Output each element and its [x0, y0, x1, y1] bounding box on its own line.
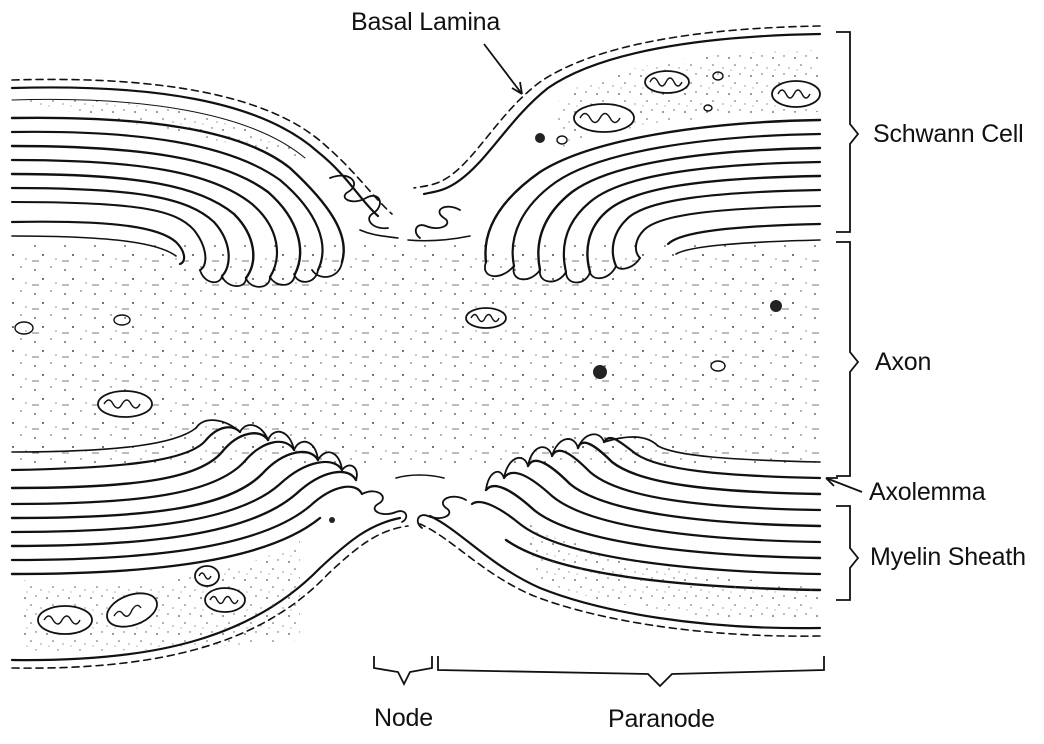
basal-lamina-label: Basal Lamina — [351, 10, 500, 35]
axolemma-label: Axolemma — [869, 480, 986, 505]
axon-cytoplasm — [12, 245, 820, 465]
paranode-label: Paranode — [608, 707, 715, 732]
axon-bracket — [836, 242, 858, 476]
mitochondrion — [38, 606, 92, 634]
mitochondrion — [98, 391, 152, 417]
schwann-cell-bracket — [836, 32, 858, 232]
mitochondrion — [645, 71, 689, 93]
axon-label: Axon — [875, 350, 931, 375]
myelin-sheath-bracket — [836, 506, 858, 600]
paranode-bracket — [438, 656, 824, 686]
axolemma-pointer — [826, 478, 862, 492]
basal-lamina-pointer — [484, 44, 522, 94]
upper-right-myelin — [408, 26, 820, 283]
mitochondrion — [574, 104, 634, 132]
mitochondrion — [772, 81, 820, 107]
myelin-sheath-label: Myelin Sheath — [870, 545, 1026, 570]
mitochondrion — [205, 588, 245, 612]
node-bracket — [374, 656, 432, 684]
mitochondrion — [466, 308, 506, 328]
mitochondrion — [195, 566, 219, 586]
node-label: Node — [374, 706, 433, 731]
schwann-cell-label: Schwann Cell — [873, 122, 1023, 147]
